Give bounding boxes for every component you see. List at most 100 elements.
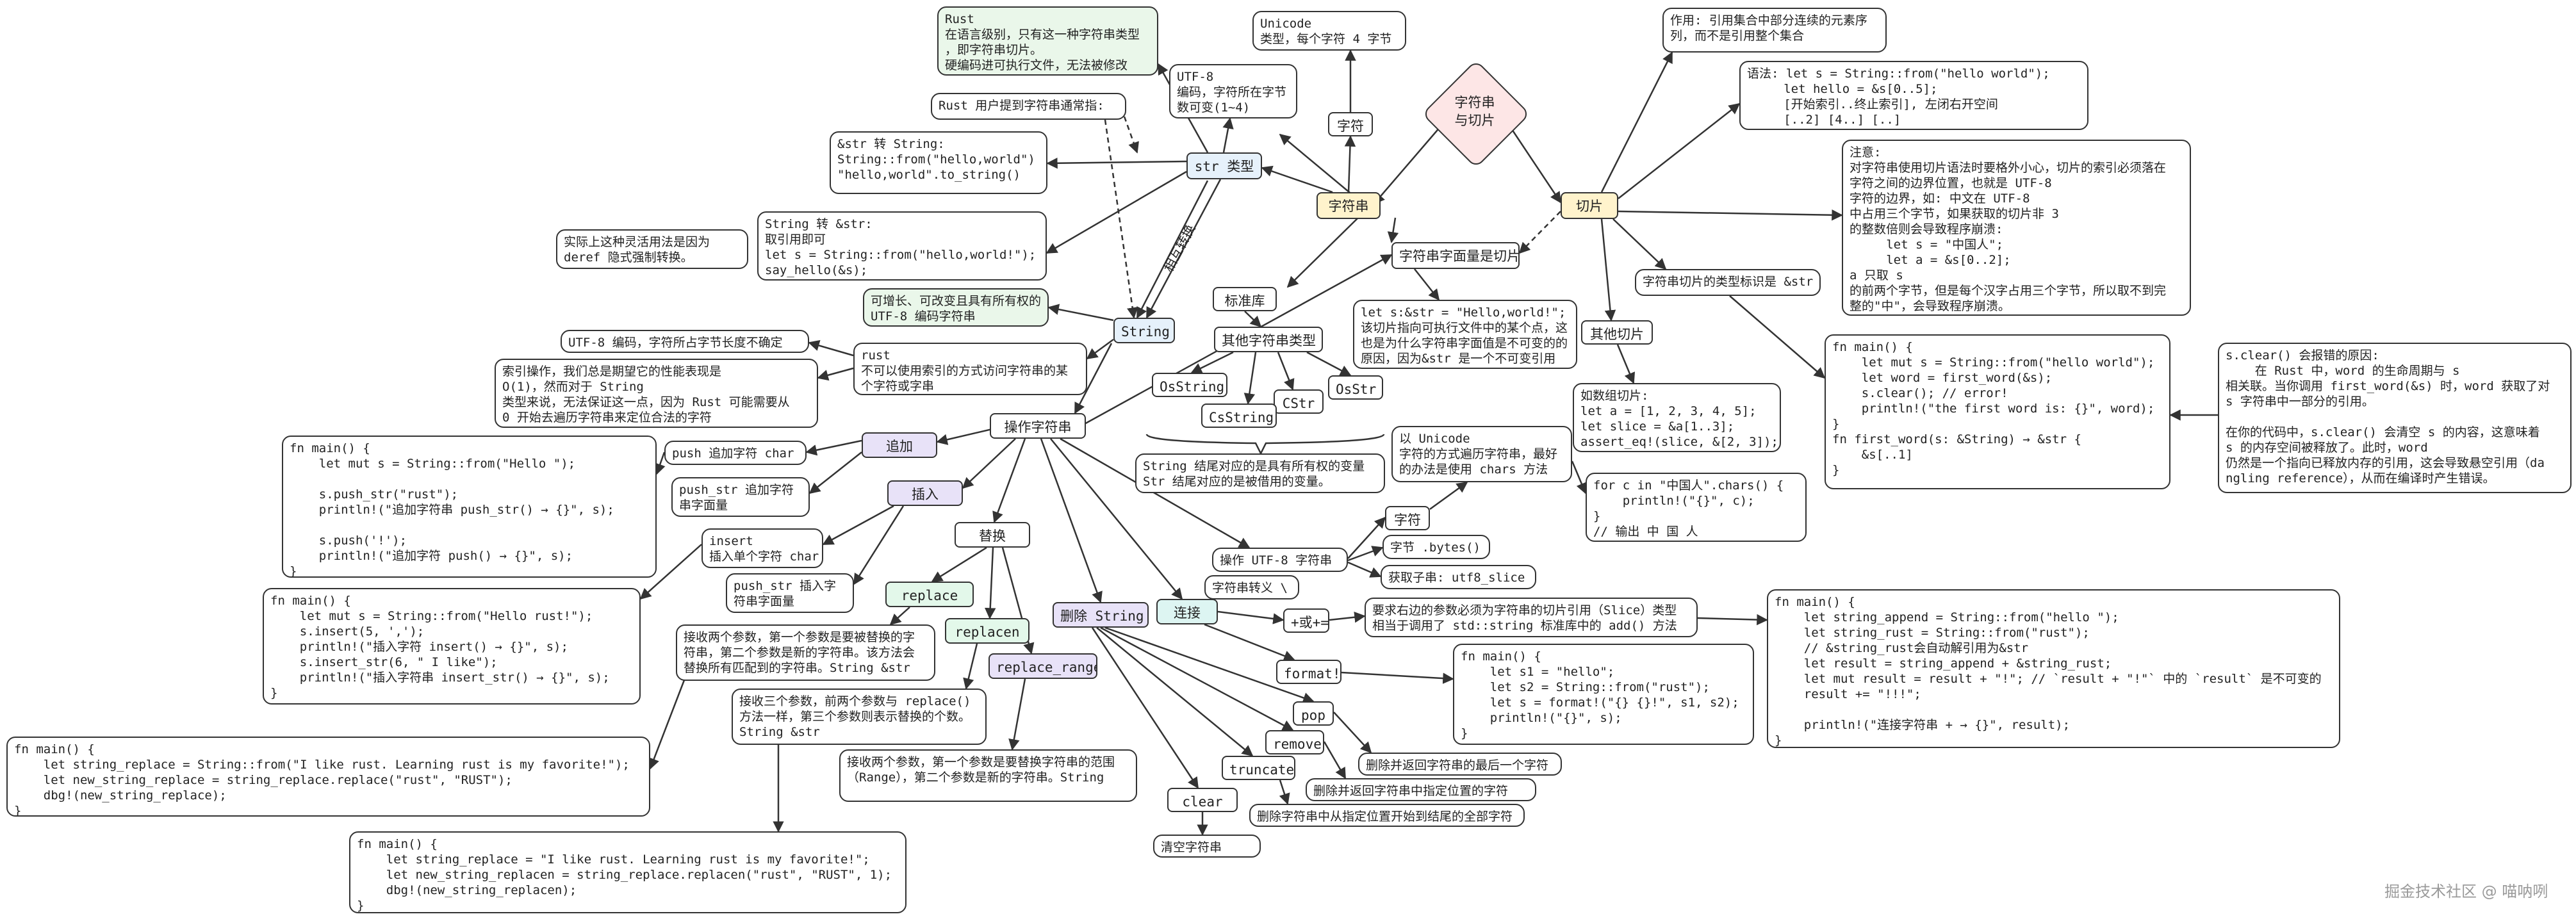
node-string[interactable]: String bbox=[1113, 318, 1175, 343]
node-replace-range[interactable]: replace_range bbox=[989, 653, 1097, 679]
connector-arrow bbox=[1616, 344, 1636, 384]
connector-arrow bbox=[1123, 116, 1139, 154]
node-str-to-string[interactable]: &str 转 String: String::from("hello,world… bbox=[830, 131, 1047, 194]
node-push-str[interactable]: push_str 追加字符 串字面量 bbox=[671, 477, 810, 517]
connector-arrow bbox=[1286, 217, 1359, 288]
connector-arrow bbox=[1243, 352, 1257, 405]
node-array-slice[interactable]: 如数组切片: let a = [1, 2, 3, 4, 5]; let slic… bbox=[1573, 383, 1781, 452]
node-osstring[interactable]: OsString bbox=[1152, 373, 1227, 397]
node-replace-range-desc[interactable]: 接收两个参数，第一个参数是要替换字符串的范围 （Range），第二个参数是新的字… bbox=[839, 749, 1137, 802]
node-remove[interactable]: remove bbox=[1265, 730, 1324, 754]
connector-arrow bbox=[1204, 623, 1295, 662]
connector-arrow bbox=[1618, 102, 1741, 199]
connector-arrow bbox=[1333, 712, 1372, 754]
node-insert-group[interactable]: 插入 bbox=[887, 480, 963, 506]
root-title: 字符串 与切片 bbox=[1454, 95, 1495, 128]
node-utf8-len[interactable]: UTF-8 编码，字符所占字节长度不确定 bbox=[561, 330, 809, 353]
node-format[interactable]: format! bbox=[1276, 660, 1341, 684]
node-replacen-desc[interactable]: 接收三个参数，前两个参数与 replace() 方法一样，第三个参数则表示替换的… bbox=[732, 689, 987, 745]
node-first-word-code[interactable]: fn main() { let mut s = String::from("he… bbox=[1825, 334, 2170, 489]
node-pop-desc[interactable]: 删除并返回字符串的最后一个字符 bbox=[1358, 753, 1562, 776]
node-insert-str[interactable]: push_str 插入字 符串字面量 bbox=[726, 573, 854, 613]
connector-arrow bbox=[1323, 741, 1347, 779]
node-unicode[interactable]: Unicode 类型，每个字符 4 字节 bbox=[1252, 11, 1406, 51]
root-node[interactable]: 字符串 与切片 bbox=[1422, 60, 1530, 168]
node-clear[interactable]: clear bbox=[1167, 788, 1238, 812]
node-slice-type[interactable]: 字符串切片的类型标识是 &str bbox=[1635, 269, 1821, 296]
node-suffix-note[interactable]: String 结尾对应的是具有所有权的变量 Str 结尾对应的是被借用的变量。 bbox=[1135, 453, 1385, 493]
node-string-main[interactable]: 字符串 bbox=[1317, 192, 1381, 219]
node-slice-syntax[interactable]: 语法: let s = String::from("hello world");… bbox=[1739, 61, 2088, 130]
node-plus[interactable]: +或+= bbox=[1283, 608, 1329, 633]
connector-arrow bbox=[992, 438, 1026, 523]
node-bytes[interactable]: 字节 .bytes() bbox=[1382, 535, 1490, 559]
node-replace-desc[interactable]: 接收两个参数，第一个参数是要被替换的字 符串，第二个参数是新的字符串。该方法会 … bbox=[676, 624, 935, 681]
connector-arrow bbox=[962, 438, 1016, 489]
connector-arrow bbox=[1104, 626, 1315, 703]
node-pop[interactable]: pop bbox=[1293, 701, 1334, 726]
node-utf8[interactable]: UTF-8 编码，字符所在字节 数可变(1~4) bbox=[1169, 64, 1297, 118]
node-push[interactable]: push 追加字符 char bbox=[664, 441, 807, 465]
node-replace[interactable]: replace bbox=[885, 582, 974, 607]
node-clear-desc[interactable]: 清空字符串 bbox=[1153, 835, 1261, 858]
node-remove-desc[interactable]: 删除并返回字符串中指定位置的字符 bbox=[1306, 778, 1536, 801]
node-char2[interactable]: 字符 bbox=[1385, 506, 1430, 530]
node-rust-note[interactable]: Rust 在语言级别，只有这一种字符串类型 ，即字符串切片。 硬编码进可执行文件… bbox=[937, 6, 1158, 76]
node-replace-code[interactable]: fn main() { let string_replace = String:… bbox=[6, 737, 650, 817]
node-delete[interactable]: 删除 String bbox=[1053, 602, 1149, 628]
node-other-slices[interactable]: 其他切片 bbox=[1581, 320, 1653, 345]
connector-arrow bbox=[1341, 671, 1454, 684]
connector-arrow bbox=[1100, 626, 1294, 731]
connector-arrow bbox=[1086, 338, 1114, 360]
node-chars-code[interactable]: for c in "中国人".chars() { println!("{}", … bbox=[1586, 473, 1807, 542]
node-slice-purpose[interactable]: 作用: 引用集合中部分连续的元素序 列，而不是引用整个集合 bbox=[1662, 8, 1887, 53]
node-utf8-ops[interactable]: 操作 UTF-8 字符串 bbox=[1212, 548, 1348, 572]
connector-arrow bbox=[1429, 481, 1468, 510]
node-replacen[interactable]: replacen bbox=[945, 618, 1030, 644]
node-utf8-slice[interactable]: 获取子串: utf8_slice bbox=[1381, 565, 1536, 589]
node-other-string-types[interactable]: 其他字符串类型 bbox=[1214, 327, 1323, 352]
node-rust-user[interactable]: Rust 用户提到字符串通常指: bbox=[931, 93, 1126, 120]
connector-arrow bbox=[1347, 516, 1386, 559]
node-replacen-code[interactable]: fn main() { let string_replace = "I like… bbox=[349, 831, 907, 913]
node-index-note[interactable]: 索引操作，我们总是期望它的性能表现是 O(1)，然而对于 String 类型来说… bbox=[495, 359, 818, 428]
node-string-ops[interactable]: 操作字符串 bbox=[990, 413, 1086, 439]
node-append[interactable]: 追加 bbox=[862, 432, 937, 458]
node-osstr[interactable]: OsStr bbox=[1328, 375, 1383, 400]
node-slice-caution[interactable]: 注意: 对字符串使用切片语法时要格外小心，切片的索引必须落在 字符之间的边界位置… bbox=[1842, 140, 2191, 316]
node-rust-no-index[interactable]: rust 不可以使用索引的方式访问字符串的某 个字符或字串 bbox=[853, 343, 1087, 395]
node-concat[interactable]: 连接 bbox=[1156, 599, 1218, 624]
connector-arrow bbox=[931, 546, 987, 583]
connector-arrow bbox=[1518, 211, 1561, 254]
connector-arrow bbox=[1329, 612, 1366, 623]
connector-arrow bbox=[808, 339, 854, 357]
node-plus-code[interactable]: fn main() { let string_append = String::… bbox=[1767, 589, 2340, 748]
node-literal-example[interactable]: let s:&str = "Hello,world!"; 该切片指向可执行文件中… bbox=[1353, 300, 1577, 369]
node-push-code[interactable]: fn main() { let mut s = String::from("He… bbox=[282, 436, 657, 578]
node-cstring[interactable]: CsString bbox=[1201, 403, 1277, 428]
node-string-to-str[interactable]: String 转 &str: 取引用即可 let s = String::fro… bbox=[757, 211, 1047, 281]
brace bbox=[1145, 434, 1385, 455]
node-literal-is-slice[interactable]: 字符串字面量是切片 bbox=[1391, 242, 1520, 269]
node-growable[interactable]: 可增长、可改变且具有所有权的 UTF-8 编码字符串 bbox=[863, 288, 1049, 327]
node-char[interactable]: 字符 bbox=[1328, 112, 1373, 136]
node-cstr[interactable]: CStr bbox=[1274, 389, 1324, 414]
node-deref[interactable]: 实际上这种灵活用法是因为 deref 隐式强制转换。 bbox=[556, 229, 748, 269]
node-insert[interactable]: insert 插入单个字符 char bbox=[701, 528, 823, 568]
connector-arrow bbox=[1008, 678, 1026, 751]
node-clear-error[interactable]: s.clear() 会报错的原因: 在 Rust 中，word 的生命周期与 s… bbox=[2218, 343, 2572, 493]
connector-arrow bbox=[1190, 351, 1234, 374]
node-format-code[interactable]: fn main() { let s1 = "hello"; let s2 = S… bbox=[1453, 644, 1754, 745]
node-str-type[interactable]: str 类型 bbox=[1186, 152, 1262, 179]
connector-arrow bbox=[1414, 268, 1440, 301]
node-chars-desc[interactable]: 以 Unicode 字符的方式遍历字符串，最好 的办法是使用 chars 方法 bbox=[1391, 426, 1572, 482]
node-insert-code[interactable]: fn main() { let mut s = String::from("He… bbox=[263, 588, 641, 705]
node-plus-desc[interactable]: 要求右边的参数必须为字符串的切片引用（Slice）类型 相当于调用了 std::… bbox=[1365, 598, 1698, 637]
node-truncate-desc[interactable]: 删除字符串中从指定位置开始到结尾的全部字符 bbox=[1249, 804, 1525, 827]
node-escape[interactable]: 字符串转义 \ bbox=[1204, 575, 1299, 599]
node-stdlib[interactable]: 标准库 bbox=[1213, 287, 1277, 311]
connector-arrow bbox=[1050, 438, 1183, 600]
node-replace-group[interactable]: 替换 bbox=[955, 522, 1030, 548]
node-slice-main[interactable]: 切片 bbox=[1561, 192, 1618, 219]
node-truncate[interactable]: truncate bbox=[1222, 756, 1295, 780]
